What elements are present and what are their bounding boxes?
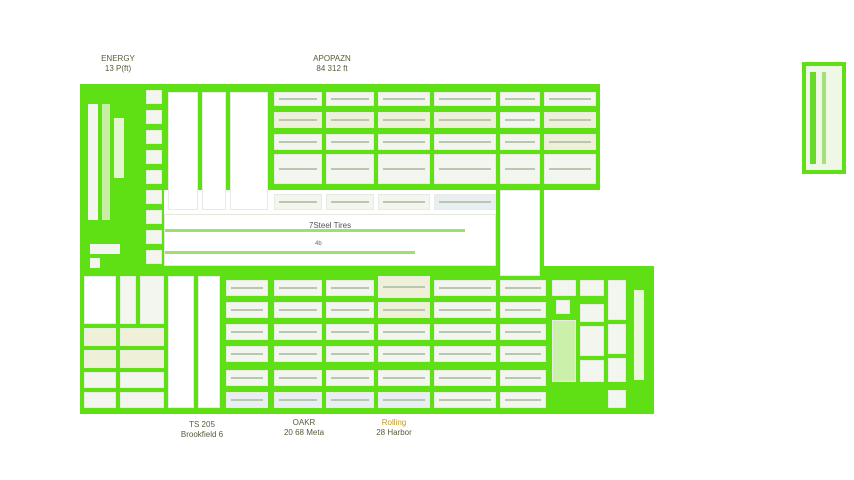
label-bottom-left-line2: Brookfield 6 (180, 430, 224, 439)
label-bottom-right-line1: Rolling (381, 418, 407, 427)
label-bottom-left-line1: TS 205 (189, 420, 215, 429)
label-bottom-center: OAKR 20 68 Meta (272, 418, 336, 438)
aisle-mark: 4b (315, 241, 322, 247)
label-top-center-line2: 84 312 ft (316, 64, 348, 73)
label-top-left-line2: 13 P(ft) (104, 64, 132, 73)
label-top-center: APOPAZN 84 312 ft (300, 54, 364, 74)
label-top-left: ENERGY 13 P(ft) (92, 54, 144, 74)
building-tall-1 (168, 92, 198, 210)
label-bottom-left: TS 205 Brookfield 6 (170, 420, 234, 440)
left-strip (86, 94, 128, 274)
label-bottom-right-line2: 28 Harbor (376, 428, 412, 437)
label-top-center-line1: APOPAZN (313, 54, 351, 63)
isolated-block (802, 62, 846, 174)
small-stall-column (144, 90, 164, 268)
aisle-center-label: 7Steel Tires (308, 221, 352, 230)
label-bottom-right: Rolling 28 Harbor (362, 418, 426, 438)
aisle-right-white (500, 190, 540, 276)
label-bottom-center-line2: 20 68 Meta (283, 428, 325, 437)
building-tall-2 (202, 92, 226, 210)
building-tall-3 (230, 92, 268, 210)
label-top-left-line1: ENERGY (101, 54, 135, 63)
central-aisle: 7Steel Tires 4b (164, 214, 496, 266)
label-bottom-center-line1: OAKR (292, 418, 316, 427)
